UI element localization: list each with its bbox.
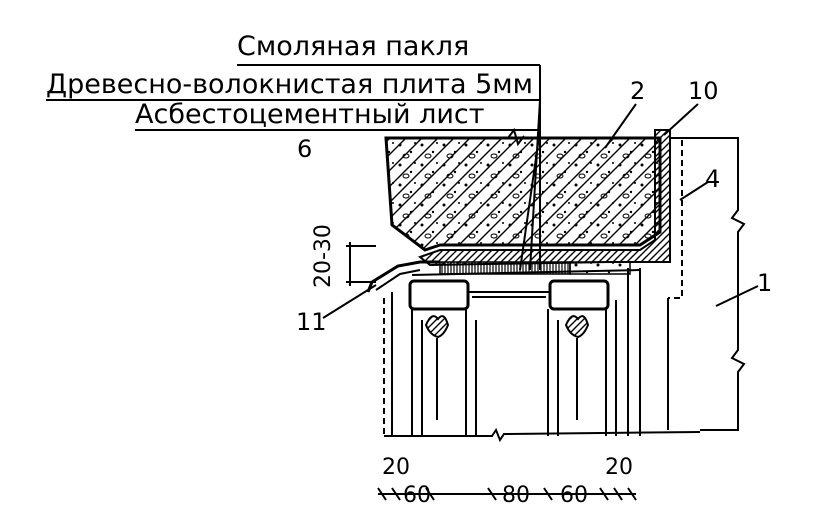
- label-4: 4: [705, 165, 720, 193]
- dimension-20-right: 20: [605, 455, 633, 480]
- panel-verticals: [411, 268, 641, 436]
- dimension-20-30: 20-30: [311, 224, 336, 288]
- wall-panel-1: [670, 137, 746, 431]
- sealing-profile-left: [408, 279, 470, 311]
- slab-break-mark: [507, 127, 525, 147]
- label-11: 11: [296, 308, 327, 336]
- label-asbestos-sheet: Асбестоцементный лист: [135, 99, 485, 130]
- label-1: 1: [757, 269, 772, 297]
- sealing-profile-right: [548, 279, 610, 311]
- metal-flashing-11: [366, 260, 440, 293]
- leader-4: [679, 181, 709, 201]
- label-2: 2: [630, 77, 645, 105]
- dimension-ticks: [377, 487, 637, 501]
- dimension-60-right: 60: [560, 483, 588, 508]
- label-6: 6: [297, 135, 312, 163]
- label-tar-tow: Смоляная пакля: [237, 31, 469, 62]
- dimension-60-left: 60: [403, 483, 431, 508]
- dimension-20-30-lines: [346, 242, 376, 286]
- wall-edge-4: [668, 140, 683, 299]
- label-10: 10: [688, 77, 719, 105]
- gasket-left: [424, 315, 450, 339]
- dimension-80: 80: [502, 483, 530, 508]
- profile-connector: [468, 291, 550, 298]
- ties: [436, 338, 578, 420]
- label-fiberboard: Древесно-волокнистая плита 5мм: [46, 69, 533, 100]
- dimension-20-left: 20: [382, 455, 410, 480]
- lower-bottom-line: [384, 427, 701, 443]
- asbestos-sheet-line: [411, 269, 641, 276]
- concrete-slab-hatch: [386, 138, 660, 250]
- gasket-right: [564, 315, 590, 339]
- metal-flashing-11-inner: [375, 269, 421, 291]
